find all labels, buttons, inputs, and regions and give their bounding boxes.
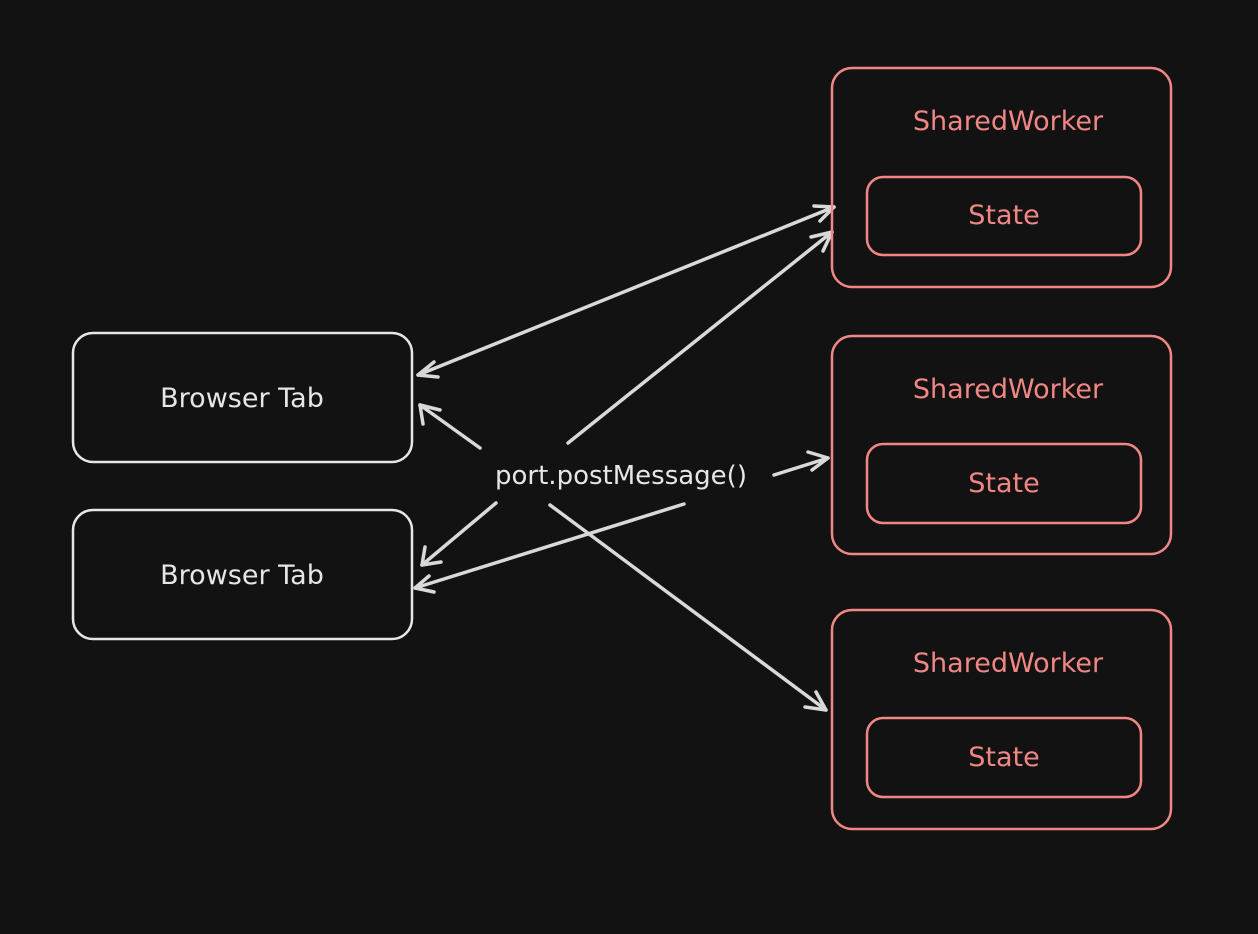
- browser-tab-2-box: [71, 508, 414, 641]
- shared-worker-2: SharedWorker State: [830, 334, 1173, 556]
- state-3-label: State: [968, 742, 1039, 773]
- arrow-label-worker2: [772, 450, 830, 477]
- arrow-label-worker1: [566, 230, 834, 445]
- shared-worker-1: SharedWorker State: [830, 66, 1173, 289]
- arrow-tab1-worker1: [416, 204, 836, 379]
- shared-worker-2-box: [830, 334, 1173, 556]
- browser-tab-2-label: Browser Tab: [160, 560, 324, 591]
- shared-worker-3-box: [830, 608, 1173, 831]
- edge-label-postmessage: port.postMessage(): [495, 461, 747, 491]
- shared-worker-1-box: [830, 66, 1173, 289]
- arrow-worker2-tab2: [413, 502, 686, 594]
- arrow-label-tab1: [418, 403, 482, 450]
- shared-worker-3: SharedWorker State: [830, 608, 1173, 831]
- arrow-label-worker3: [548, 503, 828, 712]
- state-1-label: State: [968, 200, 1039, 231]
- arrow-label-tab2: [420, 501, 498, 567]
- state-2-label: State: [968, 468, 1039, 499]
- browser-tab-2: Browser Tab: [71, 508, 414, 641]
- state-1-box: [865, 175, 1143, 257]
- shared-worker-1-label: SharedWorker: [913, 106, 1104, 137]
- state-2-box: [865, 442, 1143, 525]
- state-3-box: [865, 716, 1143, 799]
- connection-arrows: [413, 204, 836, 712]
- browser-tab-1-label: Browser Tab: [160, 383, 324, 414]
- shared-worker-2-label: SharedWorker: [913, 374, 1104, 405]
- shared-worker-3-label: SharedWorker: [913, 648, 1104, 679]
- browser-tab-1-box: [71, 331, 414, 464]
- browser-tab-1: Browser Tab: [71, 331, 414, 464]
